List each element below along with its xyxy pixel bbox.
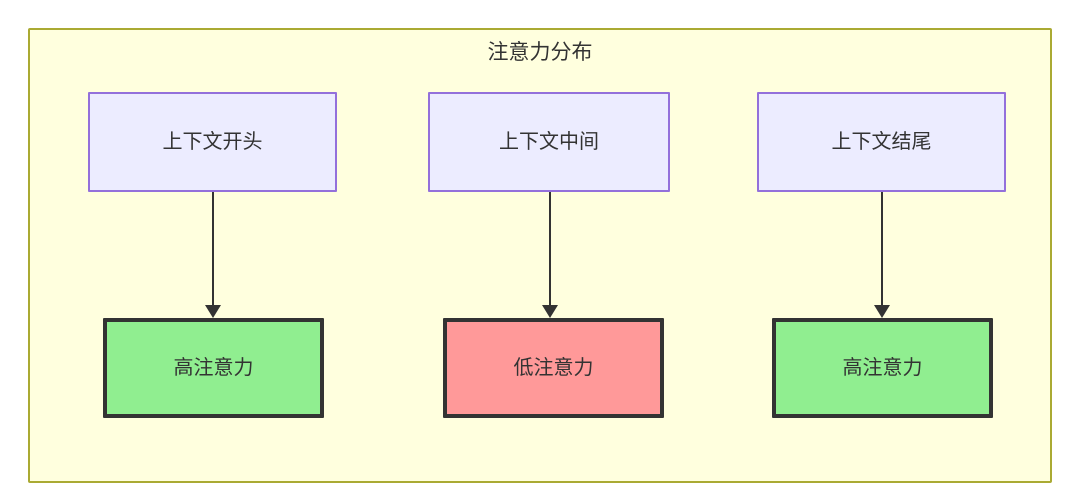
node-context-mid[interactable]: 上下文中间: [428, 92, 670, 192]
node-attention-start[interactable]: 高注意力: [103, 318, 324, 418]
node-context-end[interactable]: 上下文结尾: [757, 92, 1006, 192]
subgraph-title: 注意力分布: [487, 41, 593, 64]
node-attention-end[interactable]: 高注意力: [772, 318, 993, 418]
node-attention-mid-label: 低注意力: [513, 357, 594, 379]
node-attention-mid[interactable]: 低注意力: [443, 318, 664, 418]
node-context-start[interactable]: 上下文开头: [88, 92, 337, 192]
node-context-mid-label: 上下文中间: [499, 131, 599, 153]
node-context-end-label: 上下文结尾: [831, 131, 932, 153]
node-attention-start-label: 高注意力: [173, 357, 254, 379]
node-context-start-label: 上下文开头: [162, 131, 263, 153]
node-attention-end-label: 高注意力: [842, 357, 923, 379]
